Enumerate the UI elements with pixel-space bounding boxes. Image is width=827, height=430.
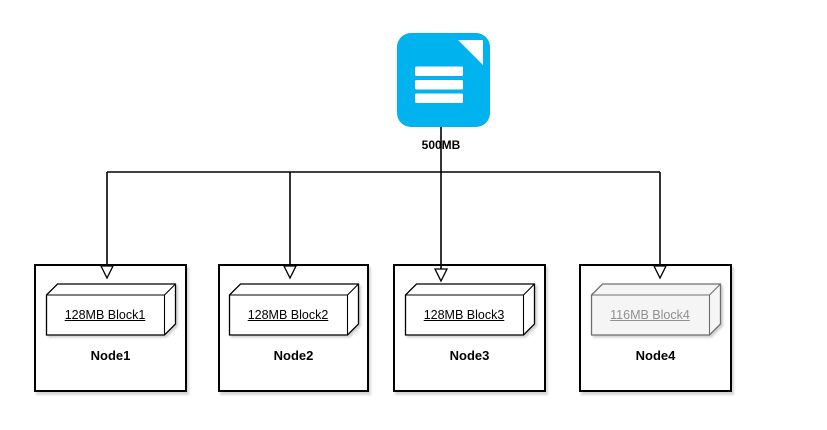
node-name-label: Node2	[273, 348, 314, 363]
fold-corner	[458, 40, 483, 65]
file-size-label: 500MB	[421, 138, 461, 152]
node-name-label: Node4	[635, 348, 676, 363]
block-cuboid-3: 128MB Block3	[404, 283, 535, 336]
text-lines-glyph	[415, 66, 463, 103]
block-label: 128MB Block1	[64, 308, 146, 322]
block-cuboid-4: 116MB Block4	[590, 283, 721, 336]
block-cuboid-2: 128MB Block2	[228, 283, 359, 336]
node-card-4: 116MB Block4 Node4	[579, 264, 732, 392]
file-shape	[397, 33, 490, 127]
node-card-2: 128MB Block2 Node2	[218, 264, 369, 392]
node-card-3: 128MB Block3 Node3	[393, 264, 546, 392]
block-label: 116MB Block4	[610, 308, 690, 322]
block-label: 128MB Block2	[247, 308, 329, 322]
node-card-1: 128MB Block1 Node1	[34, 264, 187, 392]
document-icon	[397, 33, 490, 127]
node-name-label: Node3	[449, 348, 490, 363]
node-name-label: Node1	[90, 348, 131, 363]
block-label: 128MB Block3	[423, 308, 505, 322]
block-cuboid-1: 128MB Block1	[45, 283, 176, 336]
connector-segments	[106, 127, 661, 270]
